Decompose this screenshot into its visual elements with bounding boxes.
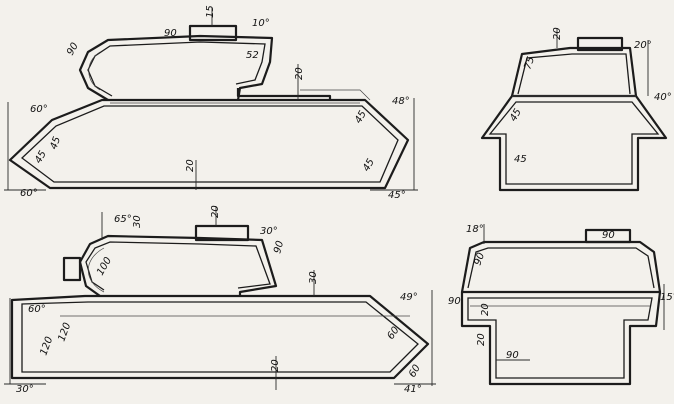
label-ll-0: 65° [114,214,132,225]
label-ll-3: 30° [260,226,278,237]
side-view-lower: 65° 30 20 30° 90 100 30 60° 120 120 20 6… [4,205,436,395]
label-lr-0: 18° [466,224,484,235]
label-lr-7: 90 [506,350,519,361]
lower-turret-inner [85,241,271,291]
lower-front-turret-inner [467,247,655,289]
side-view-upper: 90 15 10° 52 90 20 60° 45 45 45 20 45 60… [4,5,418,201]
upper-rear-plate [300,89,371,101]
lower-hull-outline [10,294,430,380]
label-ul-5: 20 [294,67,305,80]
label-ll-12: 49° [400,292,418,303]
label-ul-7: 45 [48,135,63,151]
label-lr-5: 20 [480,303,491,316]
label-ll-1: 30 [132,215,143,228]
label-ur-1: 20° [634,40,652,51]
label-ll-7: 60° [28,304,46,315]
label-ul-11: 45 [361,157,377,174]
upper-hull-inner [20,105,399,183]
lower-front-turret [460,240,662,293]
label-ul-4: 90 [65,41,81,58]
upper-mantlet [88,51,101,91]
lower-front-hull-inner [467,297,653,379]
lower-mantlet [88,247,105,293]
label-ll-9: 120 [38,335,55,357]
lower-front-hull [460,290,662,386]
label-ul-14: 48° [392,96,410,107]
label-ul-1: 15 [205,5,216,18]
label-ll-11: 60 [385,325,401,342]
label-ll-2: 20 [210,205,221,218]
label-ll-13: 60 [407,363,423,380]
label-lr-2: 90 [472,251,487,267]
label-ur-4: 40° [654,92,672,103]
label-lr-1: 90 [602,230,615,241]
label-ur-0: 20 [552,27,563,40]
label-ul-8: 45 [33,149,49,166]
label-ul-6: 60° [30,104,48,115]
label-ul-3: 52 [246,50,259,61]
label-ul-12: 60° [20,188,38,199]
label-ll-5: 100 [95,255,114,277]
label-ul-13: 45° [388,190,406,201]
front-view-lower: 18° 90 90 90 15° 20 20 90 [448,224,674,386]
upper-front-turret [510,46,638,97]
label-lr-6: 20 [476,333,487,346]
lower-front-cupola [584,228,632,244]
upper-front-cupola [576,36,624,52]
label-ll-8: 120 [56,321,73,343]
lower-hull-inner [21,301,419,373]
label-ll-15: 30° [16,384,34,395]
label-ll-10: 20 [270,359,281,372]
label-ll-6: 30 [308,271,319,284]
upper-turret-outline [78,34,274,101]
front-view-upper: 20 20° 75 45 40° 45 [480,27,672,192]
upper-front-hull-inner [488,101,660,185]
label-ll-14: 41° [404,384,422,395]
label-ul-10: 20 [185,159,196,172]
lower-cupola [194,224,250,242]
label-lr-3: 90 [448,296,461,307]
lower-gun-stub [62,256,82,282]
upper-turret-inner [87,41,266,97]
upper-hull-outline [8,98,410,190]
label-ll-4: 90 [272,240,286,255]
label-ur-2: 75 [522,55,537,71]
label-ur-5: 45 [514,154,527,165]
upper-front-turret-inner [517,53,631,95]
label-lr-4: 15° [660,292,674,303]
lower-turret-outline [78,234,278,297]
label-ul-9: 45 [353,109,369,126]
label-ul-2: 10° [252,18,270,29]
upper-engine-deck [236,88,332,100]
label-ul-0: 90 [164,28,177,39]
upper-cupola [188,24,238,42]
